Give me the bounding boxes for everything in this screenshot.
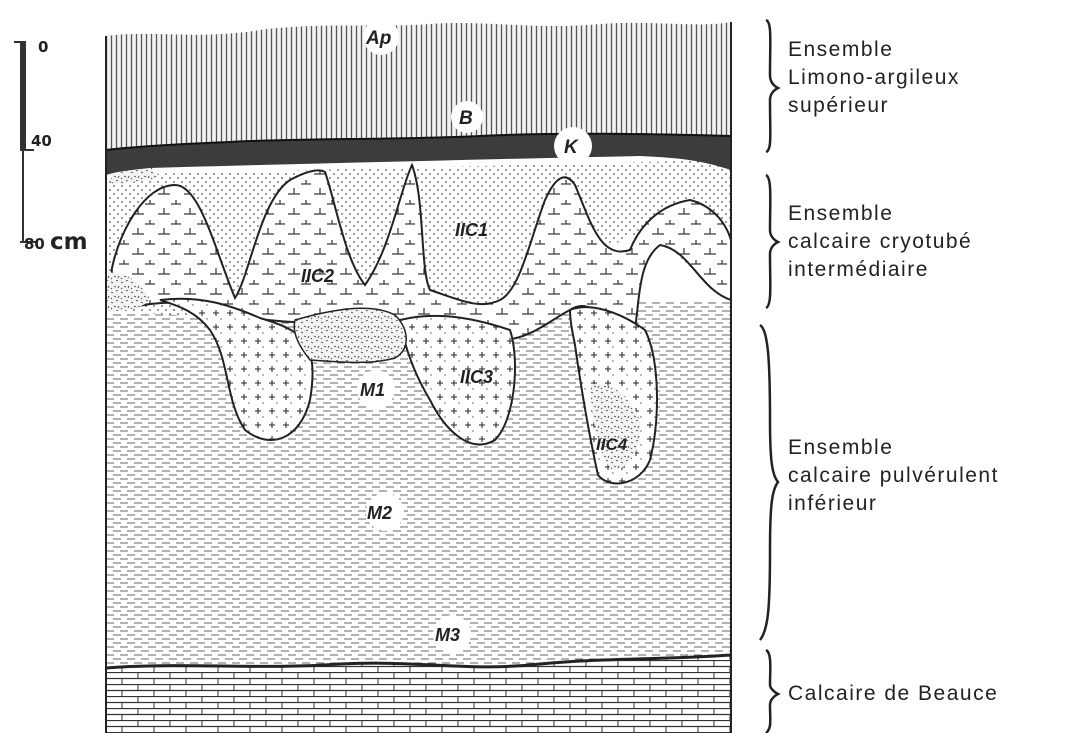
group-lower-line-3: inférieur [788, 490, 999, 518]
group-lower-line-1: Ensemble [788, 434, 999, 462]
group-lower-line-2: calcaire pulvérulent [788, 462, 999, 490]
group-braces [760, 20, 778, 733]
label-m1: M1 [360, 380, 385, 400]
scale-tick-40: 40 [31, 132, 52, 150]
group-middle-line-2: calcaire cryotubé [788, 228, 972, 256]
label-iic4: IIC4 [596, 435, 628, 454]
group-middle-line-1: Ensemble [788, 200, 972, 228]
scale-unit: cm [50, 229, 88, 255]
group-label-upper: Ensemble Limono-argileux supérieur [788, 36, 960, 120]
brace-bedrock [766, 650, 778, 733]
scale-tick-80: 80 [24, 235, 45, 253]
label-iic1: IIC1 [455, 220, 488, 240]
depth-scale: 0 40 80 cm [14, 38, 88, 255]
horizon-ap-b-fill [106, 22, 731, 150]
group-label-middle: Ensemble calcaire cryotubé intermédiaire [788, 200, 972, 284]
label-iic2: IIC2 [301, 266, 334, 286]
group-upper-line-1: Ensemble [788, 36, 960, 64]
label-b: B [459, 108, 473, 129]
scale-tick-0: 0 [38, 38, 48, 56]
label-m2: M2 [367, 503, 392, 523]
label-iic3: IIC3 [460, 367, 493, 387]
group-bedrock-line-1: Calcaire de Beauce [788, 680, 998, 708]
group-upper-line-2: Limono-argileux [788, 64, 960, 92]
group-middle-line-3: intermédiaire [788, 256, 972, 284]
brace-upper [766, 20, 778, 152]
group-label-lower: Ensemble calcaire pulvérulent inférieur [788, 434, 999, 518]
label-ap: Ap [365, 28, 391, 49]
group-label-bedrock: Calcaire de Beauce [788, 680, 998, 708]
brace-lower [760, 325, 778, 640]
group-upper-line-3: supérieur [788, 92, 960, 120]
brace-middle [766, 175, 778, 308]
speckle-zone-m1 [294, 308, 406, 362]
label-m3: M3 [435, 625, 460, 645]
label-k: K [564, 137, 579, 158]
